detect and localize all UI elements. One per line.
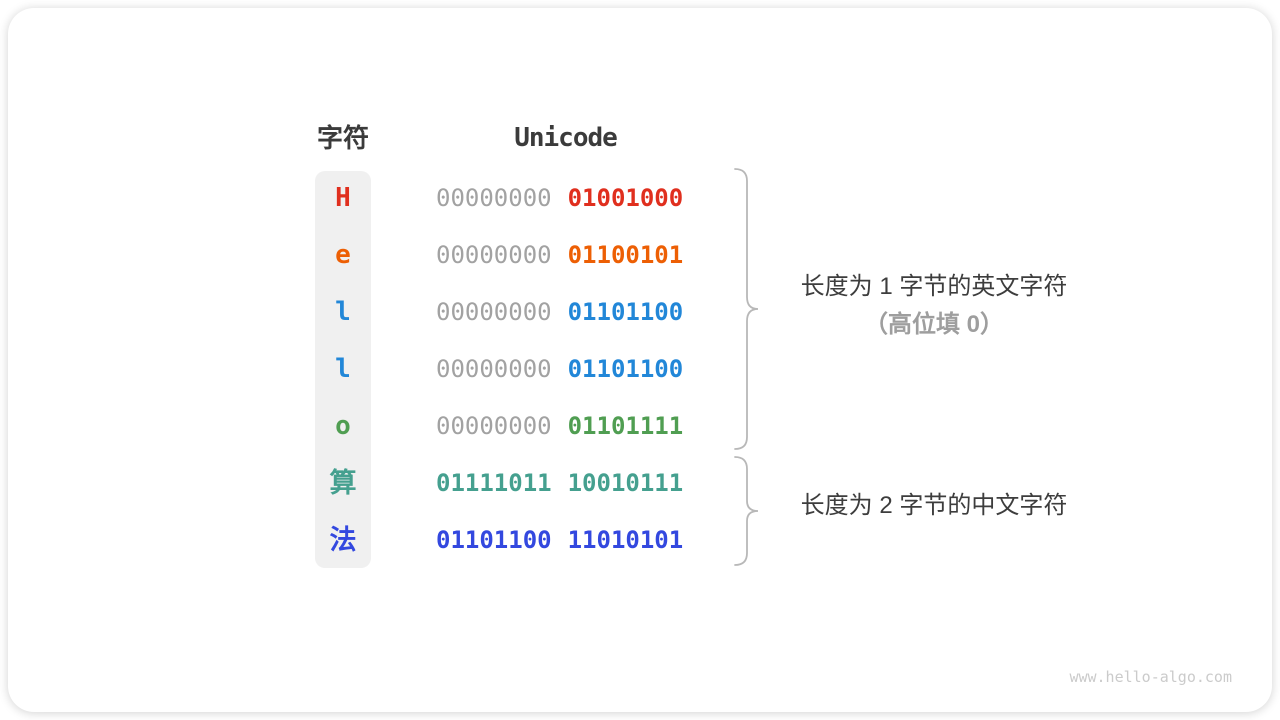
annotation-chinese-group: 长度为 2 字节的中文字符 bbox=[800, 492, 1068, 519]
byte-low: 01100101 bbox=[567, 241, 684, 269]
figure-card: 字符 Unicode H 00000000 01001000 e 00000000… bbox=[8, 8, 1272, 712]
watermark-text: www.hello-algo.com bbox=[1069, 668, 1232, 686]
unicode-bytes: 01101100 11010101 bbox=[436, 526, 683, 555]
char-cell: e bbox=[335, 240, 351, 270]
brace-two-byte-group-icon bbox=[734, 456, 759, 566]
unicode-bytes: 00000000 01100101 bbox=[436, 241, 683, 270]
byte-low: 01101100 bbox=[567, 355, 684, 383]
annotation-english-line2: （高位填 0） bbox=[863, 311, 1004, 338]
unicode-bytes: 00000000 01001000 bbox=[436, 184, 683, 213]
unicode-bytes: 00000000 01101100 bbox=[436, 298, 683, 327]
table-row: 法 01101100 11010101 bbox=[8, 526, 1272, 555]
unicode-bytes: 01111011 10010111 bbox=[436, 469, 683, 498]
byte-low: 01001000 bbox=[567, 184, 684, 212]
column-header-unicode: Unicode bbox=[514, 123, 618, 153]
char-cell: o bbox=[335, 411, 351, 441]
byte-high: 00000000 bbox=[436, 241, 552, 269]
byte-high: 01101100 bbox=[436, 526, 552, 554]
table-row: H 00000000 01001000 bbox=[8, 184, 1272, 213]
char-cell: 算 bbox=[329, 468, 357, 498]
annotation-english-group: 长度为 1 字节的英文字符 （高位填 0） bbox=[774, 272, 1094, 340]
byte-low: 01101111 bbox=[567, 412, 684, 440]
char-column-background bbox=[315, 171, 371, 568]
annotation-english-line1: 长度为 1 字节的英文字符 bbox=[800, 273, 1068, 300]
char-cell: l bbox=[335, 354, 351, 384]
table-row: 算 01111011 10010111 bbox=[8, 469, 1272, 498]
table-row: l 00000000 01101100 bbox=[8, 298, 1272, 327]
byte-low: 11010101 bbox=[567, 526, 684, 554]
column-header-char: 字符 bbox=[316, 123, 369, 153]
char-cell: H bbox=[335, 183, 351, 213]
byte-high: 00000000 bbox=[436, 412, 552, 440]
table-row: l 00000000 01101100 bbox=[8, 355, 1272, 384]
byte-low: 01101100 bbox=[567, 298, 684, 326]
unicode-bytes: 00000000 01101100 bbox=[436, 355, 683, 384]
brace-one-byte-group-icon bbox=[734, 168, 759, 450]
table-row: e 00000000 01100101 bbox=[8, 241, 1272, 270]
char-cell: 法 bbox=[329, 525, 357, 555]
byte-high: 00000000 bbox=[436, 298, 552, 326]
byte-high: 01111011 bbox=[436, 469, 552, 497]
byte-high: 00000000 bbox=[436, 184, 552, 212]
unicode-bytes: 00000000 01101111 bbox=[436, 412, 683, 441]
byte-low: 10010111 bbox=[567, 469, 684, 497]
table-row: o 00000000 01101111 bbox=[8, 412, 1272, 441]
char-cell: l bbox=[335, 297, 351, 327]
byte-high: 00000000 bbox=[436, 355, 552, 383]
